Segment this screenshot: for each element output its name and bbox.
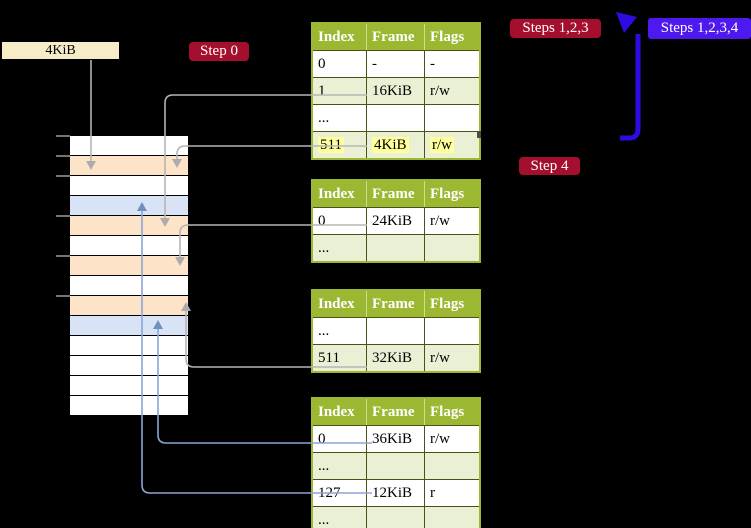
table-cell: 32KiB bbox=[367, 345, 425, 371]
table-row: 511 4KiB r/w bbox=[313, 131, 479, 158]
table-cell bbox=[367, 318, 425, 344]
column-header: Index bbox=[313, 291, 367, 317]
table-cell: ... bbox=[313, 453, 367, 479]
memory-frame-row-10 bbox=[70, 336, 188, 355]
table-row: ... bbox=[313, 104, 479, 131]
table-row: 0-- bbox=[313, 50, 479, 77]
column-header: Flags bbox=[425, 24, 479, 50]
physical-memory-column bbox=[70, 136, 188, 416]
table-cell bbox=[367, 105, 425, 131]
table-row: ... bbox=[313, 317, 479, 344]
table-cell: 0 bbox=[313, 426, 367, 452]
table-cell: r/w bbox=[425, 345, 479, 371]
memory-tick bbox=[56, 255, 70, 257]
highlighted-value: 4KiB bbox=[372, 137, 409, 153]
table-cell: r bbox=[425, 480, 479, 506]
memory-frame-row-5 bbox=[70, 236, 188, 255]
column-header: Index bbox=[313, 24, 367, 50]
table-cell: 127 bbox=[313, 480, 367, 506]
table-cell: 36KiB bbox=[367, 426, 425, 452]
table-cell: - bbox=[425, 51, 479, 77]
table-row: ... bbox=[313, 234, 479, 261]
table-cell bbox=[425, 318, 479, 344]
memory-tick bbox=[56, 295, 70, 297]
table-cell bbox=[425, 235, 479, 261]
table-cell: r/w bbox=[425, 426, 479, 452]
column-header: Flags bbox=[425, 291, 479, 317]
memory-tick bbox=[56, 215, 70, 217]
column-header: Frame bbox=[367, 291, 425, 317]
memory-frame-row-1 bbox=[70, 156, 188, 175]
frame-size-label: 4KiB bbox=[2, 42, 119, 59]
table-row: ... bbox=[313, 506, 479, 528]
memory-frame-row-9 bbox=[70, 316, 188, 335]
table-cell bbox=[367, 453, 425, 479]
table-cell: r/w bbox=[425, 132, 479, 158]
column-header: Index bbox=[313, 399, 367, 425]
memory-tick bbox=[56, 135, 70, 137]
column-header: Frame bbox=[367, 399, 425, 425]
step-0-badge: Step 0 bbox=[189, 42, 249, 61]
memory-frame-row-13 bbox=[70, 396, 188, 415]
table-cell: ... bbox=[313, 235, 367, 261]
column-header: Flags bbox=[425, 181, 479, 207]
memory-frame-row-4 bbox=[70, 216, 188, 235]
loop-arrow-head-icon bbox=[616, 12, 637, 33]
table-cell: 0 bbox=[313, 208, 367, 234]
table-cell bbox=[367, 507, 425, 528]
table-cell: 24KiB bbox=[367, 208, 425, 234]
table-cell: 4KiB bbox=[367, 132, 425, 158]
table-cell: ... bbox=[313, 507, 367, 528]
table-row: ... bbox=[313, 452, 479, 479]
table-cell: r/w bbox=[425, 78, 479, 104]
column-header: Index bbox=[313, 181, 367, 207]
memory-frame-row-8 bbox=[70, 296, 188, 315]
column-header: Flags bbox=[425, 399, 479, 425]
memory-tick bbox=[56, 155, 70, 157]
table-cell: - bbox=[367, 51, 425, 77]
table-cell: 16KiB bbox=[367, 78, 425, 104]
table-cell bbox=[367, 235, 425, 261]
column-header: Frame bbox=[367, 24, 425, 50]
memory-frame-row-2 bbox=[70, 176, 188, 195]
table-cell bbox=[425, 105, 479, 131]
step-4-badge: Step 4 bbox=[519, 157, 580, 175]
table-cell: 12KiB bbox=[367, 480, 425, 506]
table-cell bbox=[425, 453, 479, 479]
table-cell: ... bbox=[313, 105, 367, 131]
memory-frame-row-0 bbox=[70, 136, 188, 155]
table-cell: 511 bbox=[313, 132, 367, 158]
table-cell: 0 bbox=[313, 51, 367, 77]
memory-frame-row-6 bbox=[70, 256, 188, 275]
memory-frame-row-3 bbox=[70, 196, 188, 215]
highlighted-value: r/w bbox=[430, 137, 454, 153]
table-cell: r/w bbox=[425, 208, 479, 234]
table-cell: 511 bbox=[313, 345, 367, 371]
steps-123-badge: Steps 1,2,3 bbox=[510, 19, 601, 38]
memory-frame-row-7 bbox=[70, 276, 188, 295]
table-cell: ... bbox=[313, 318, 367, 344]
loop-arrow-shaft bbox=[620, 34, 641, 141]
memory-frame-row-12 bbox=[70, 376, 188, 395]
steps-1234-badge: Steps 1,2,3,4 bbox=[648, 18, 751, 39]
table-cell bbox=[425, 507, 479, 528]
highlighted-value: 511 bbox=[318, 137, 344, 153]
column-header: Frame bbox=[367, 181, 425, 207]
table-cell: 1 bbox=[313, 78, 367, 104]
memory-frame-row-11 bbox=[70, 356, 188, 375]
memory-tick bbox=[56, 175, 70, 177]
